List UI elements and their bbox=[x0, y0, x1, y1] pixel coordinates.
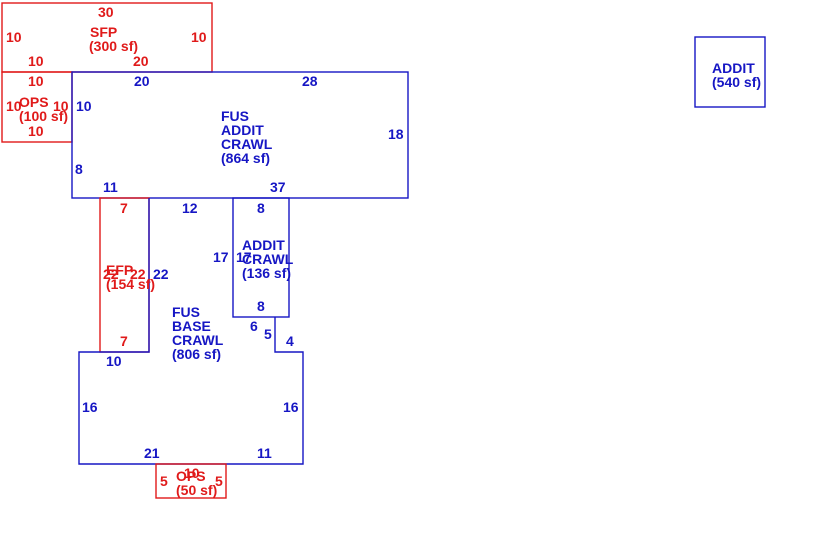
dim-efp-bottom: 7 bbox=[120, 333, 128, 349]
dim-base-right: 16 bbox=[283, 399, 299, 415]
fus-base-crawl-area: (806 sf) bbox=[172, 346, 221, 362]
dim-ops-bottom-right: 5 bbox=[215, 473, 223, 489]
dim-addit-crawl-top: 8 bbox=[257, 200, 265, 216]
dim-fus-top-right: 28 bbox=[302, 73, 318, 89]
addit-area: (540 sf) bbox=[712, 74, 761, 90]
fus-addit-crawl-line1: FUS bbox=[221, 108, 249, 124]
dim-ops-top-left: 10 bbox=[6, 98, 22, 114]
dim-sfp-bottom: 20 bbox=[133, 53, 149, 69]
dim-fus-left-lower: 8 bbox=[75, 161, 83, 177]
addit-crawl-area: (136 sf) bbox=[242, 265, 291, 281]
addit-crawl-line2: CRAWL bbox=[242, 251, 294, 267]
efp-area: (154 sf) bbox=[106, 276, 155, 292]
dim-efp-left-a: 22 bbox=[103, 266, 119, 282]
dim-step-horizontal: 6 bbox=[250, 318, 258, 334]
fus-base-crawl-line2: BASE bbox=[172, 318, 211, 334]
fus-addit-crawl-line3: CRAWL bbox=[221, 136, 273, 152]
dim-base-top-left: 10 bbox=[106, 353, 122, 369]
fus-base-crawl-line1: FUS bbox=[172, 304, 200, 320]
dim-efp-right: 22 bbox=[153, 266, 169, 282]
sfp-name: SFP bbox=[90, 24, 117, 40]
addit-name: ADDIT bbox=[712, 60, 755, 76]
dim-ops-bottom-top: 10 bbox=[184, 465, 200, 481]
ops-bottom-outline bbox=[155, 463, 227, 499]
dim-step-vertical: 5 bbox=[264, 326, 272, 342]
dim-base-bottom-left: 21 bbox=[144, 445, 160, 461]
dim-sfp-top: 30 bbox=[98, 4, 114, 20]
addit-outline bbox=[694, 36, 766, 108]
ops-bottom-name: OPS bbox=[176, 468, 206, 484]
dim-efp-left-b: 22 bbox=[130, 266, 146, 282]
dim-base-step-top: 4 bbox=[286, 333, 294, 349]
fus-addit-crawl-area: (864 sf) bbox=[221, 150, 270, 166]
dim-gap-top: 12 bbox=[182, 200, 198, 216]
dim-base-left: 16 bbox=[82, 399, 98, 415]
dim-ops-top-top: 10 bbox=[28, 73, 44, 89]
efp-name: EFP bbox=[106, 262, 133, 278]
dim-ops-top-bottom: 10 bbox=[28, 123, 44, 139]
ops-top-area: (100 sf) bbox=[19, 108, 68, 124]
dim-fus-top-left: 20 bbox=[134, 73, 150, 89]
dim-ops-top-right: 10 bbox=[53, 98, 69, 114]
ops-top-name: OPS bbox=[19, 94, 49, 110]
dim-base-bottom-right: 11 bbox=[257, 445, 272, 461]
dim-fus-left-upper: 10 bbox=[76, 98, 92, 114]
dim-addit-crawl-left-inner: 17 bbox=[236, 249, 252, 265]
dim-addit-crawl-left: 17 bbox=[213, 249, 229, 265]
dim-addit-crawl-bottom: 8 bbox=[257, 298, 265, 314]
dim-fus-bottom-left: 11 bbox=[103, 179, 118, 195]
dim-sfp-bottom-left: 10 bbox=[28, 53, 44, 69]
dim-fus-bottom-right: 37 bbox=[270, 179, 286, 195]
sfp-area: (300 sf) bbox=[89, 38, 138, 54]
dim-efp-top: 7 bbox=[120, 200, 128, 216]
fus-addit-crawl-line2: ADDIT bbox=[221, 122, 264, 138]
dim-fus-right: 18 bbox=[388, 126, 404, 142]
addit-crawl-outline bbox=[232, 197, 290, 318]
ops-bottom-area: (50 sf) bbox=[176, 482, 217, 498]
dim-sfp-right: 10 bbox=[191, 29, 207, 45]
dim-ops-bottom-left: 5 bbox=[160, 473, 168, 489]
addit-crawl-line1: ADDIT bbox=[242, 237, 285, 253]
fus-base-crawl-line3: CRAWL bbox=[172, 332, 224, 348]
dim-sfp-left: 10 bbox=[6, 29, 22, 45]
